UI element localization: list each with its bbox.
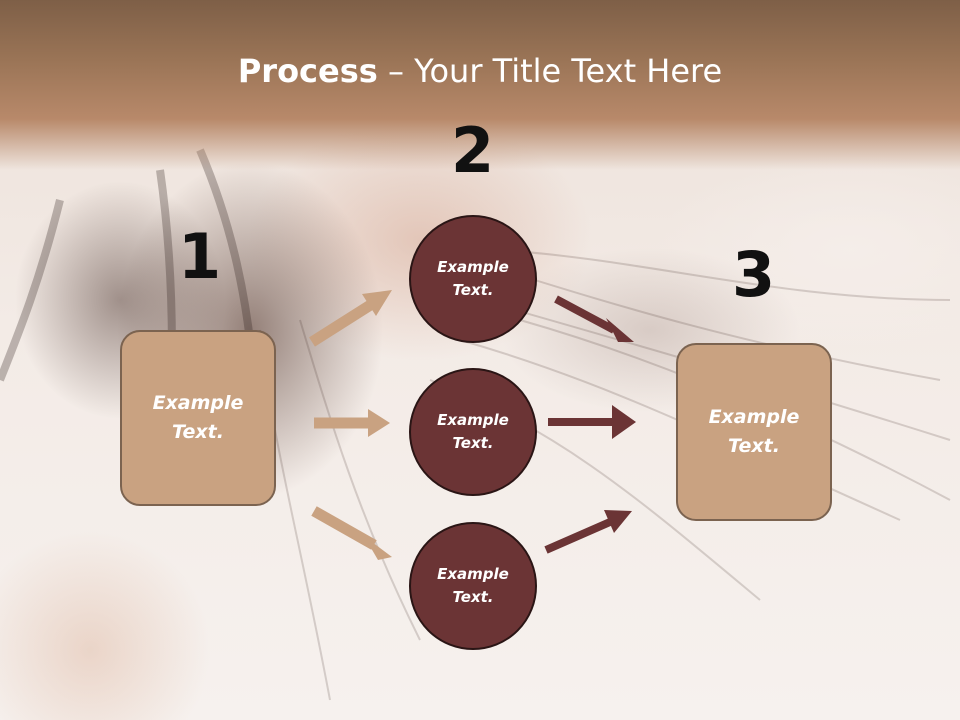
circle-top[interactable]: Example Text. bbox=[409, 215, 537, 343]
arrow-left-to-top-head bbox=[362, 290, 392, 316]
arrow-left-to-bottom-head bbox=[364, 536, 392, 560]
circle-middle[interactable]: Example Text. bbox=[409, 368, 537, 496]
title-bold-part: Process bbox=[237, 52, 378, 90]
step-number-1: 1 bbox=[178, 220, 222, 293]
arrow-middle-to-right-head bbox=[612, 405, 636, 439]
circle-top-label: Example Text. bbox=[437, 258, 509, 299]
arrow-top-to-right-head bbox=[606, 318, 634, 342]
arrow-top-to-right bbox=[554, 295, 616, 334]
right-box[interactable]: Example Text. bbox=[676, 343, 832, 521]
step-number-3: 3 bbox=[732, 238, 776, 311]
arrow-left-to-top bbox=[309, 299, 375, 347]
arrow-bottom-to-right-head bbox=[604, 510, 632, 533]
step-number-2: 2 bbox=[451, 114, 495, 187]
slide-title: Process – Your Title Text Here bbox=[0, 52, 960, 90]
circle-bottom[interactable]: Example Text. bbox=[409, 522, 537, 650]
right-box-label: Example Text. bbox=[708, 406, 800, 457]
left-box[interactable]: Example Text. bbox=[120, 330, 276, 506]
circle-bottom-label: Example Text. bbox=[437, 565, 509, 606]
title-rest-part: – Your Title Text Here bbox=[377, 52, 723, 90]
title-band bbox=[0, 0, 960, 170]
arrow-bottom-to-right bbox=[544, 518, 612, 554]
arrow-left-to-middle-head bbox=[368, 409, 390, 437]
arrow-left-to-bottom bbox=[311, 506, 377, 550]
circle-middle-label: Example Text. bbox=[437, 411, 509, 452]
left-box-label: Example Text. bbox=[152, 392, 244, 443]
